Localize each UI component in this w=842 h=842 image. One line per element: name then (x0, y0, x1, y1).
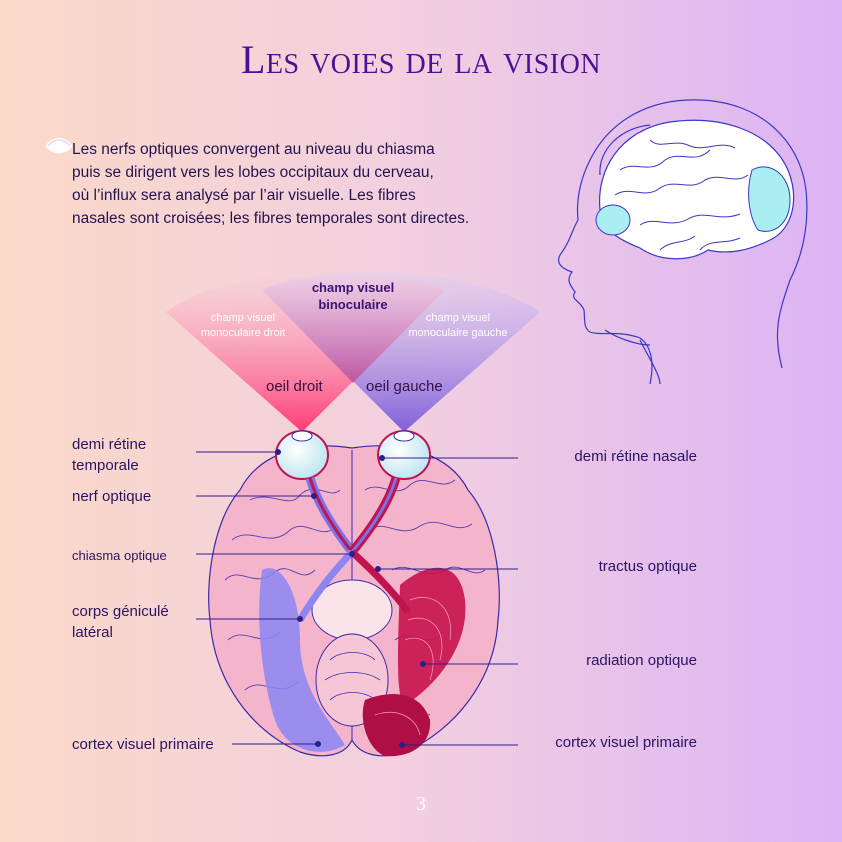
left-eyeball (378, 431, 430, 479)
binocular-field-line: champ visuel (298, 279, 408, 296)
optic-tract-label: tractus optique (599, 556, 697, 577)
primary-visual-cortex-left-label: cortex visuel primaire (72, 734, 214, 755)
optic-nerve-label: nerf optique (72, 486, 151, 507)
lateral-geniculate-label: corps géniculé latéral (72, 601, 169, 643)
label-line: demi rétine (72, 434, 146, 455)
brain-inferior-view (209, 446, 500, 756)
temporal-hemiretina-label: demi rétine temporale (72, 434, 146, 476)
label-line: latéral (72, 622, 169, 643)
label-line: corps géniculé (72, 601, 169, 622)
optic-radiation-label: radiation optique (586, 650, 697, 671)
right-eye-label: oeil droit (266, 378, 323, 395)
binocular-field-line: binoculaire (298, 296, 408, 313)
nasal-hemiretina-label: demi rétine nasale (574, 446, 697, 467)
left-eye-label: oeil gauche (366, 378, 443, 395)
monocular-right-line: champ visuel (188, 311, 298, 326)
binocular-field-label: champ visuel binoculaire (298, 279, 408, 313)
right-eyeball (276, 431, 328, 479)
page-number: 3 (0, 793, 842, 816)
optic-chiasm-label: chiasma optique (72, 545, 167, 566)
monocular-right-field-label: champ visuel monoculaire droit (188, 311, 298, 341)
monocular-left-line: champ visuel (398, 311, 518, 326)
monocular-left-field-label: champ visuel monoculaire gauche (398, 311, 518, 341)
monocular-left-line: monoculaire gauche (398, 326, 518, 341)
monocular-right-line: monoculaire droit (188, 326, 298, 341)
label-line: temporale (72, 455, 146, 476)
primary-visual-cortex-right-label: cortex visuel primaire (555, 732, 697, 753)
